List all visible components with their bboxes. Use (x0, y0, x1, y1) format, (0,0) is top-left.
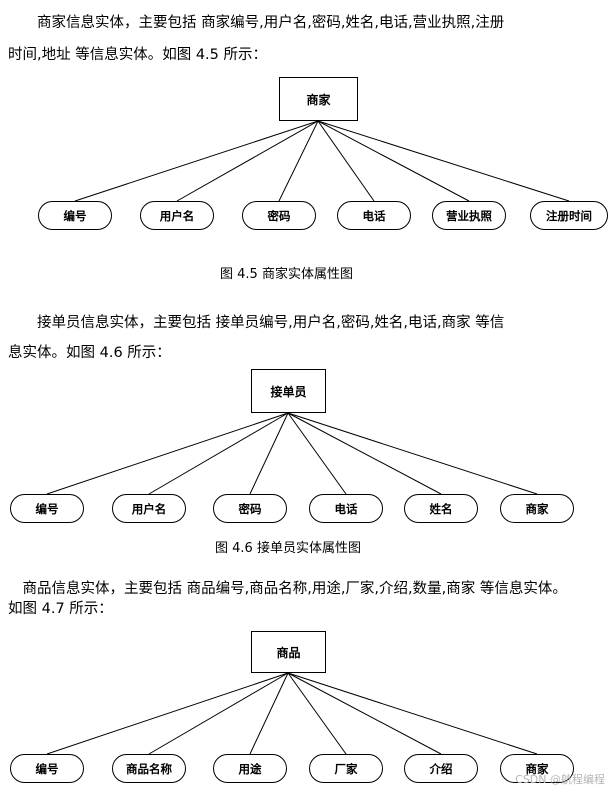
fig47-line-5 (287, 672, 442, 755)
attribute-ellipse: 介绍 (404, 754, 478, 783)
fig46-line-3 (249, 412, 289, 495)
fig46-line-1 (46, 412, 289, 495)
attribute-ellipse: 电话 (309, 494, 383, 523)
paragraph-merchant-line1: 商家信息实体，主要包括 商家编号,用户名,密码,姓名,电话,营业执照,注册 (8, 15, 505, 31)
fig45-line-4 (317, 120, 375, 202)
paragraph-product-line2: 如图 4.7 所示： (8, 601, 113, 617)
attribute-ellipse: 编号 (10, 494, 84, 523)
fig46-line-4 (287, 412, 347, 495)
fig47-connectors (46, 672, 538, 755)
fig47-line-6 (287, 672, 538, 755)
attribute-ellipse: 编号 (38, 201, 112, 230)
fig47-line-1 (46, 672, 289, 755)
fig47-line-2 (148, 672, 289, 755)
figure-caption-4-5: 图 4.5 商家实体属性图 (220, 267, 353, 282)
attribute-ellipse: 注册时间 (530, 201, 608, 230)
fig46-connectors (46, 412, 538, 495)
attribute-ellipse: 用户名 (140, 201, 214, 230)
fig45-line-2 (176, 120, 319, 202)
attribute-ellipse: 厂家 (309, 754, 383, 783)
attribute-ellipse: 商家 (500, 494, 574, 523)
fig46-line-5 (287, 412, 442, 495)
attribute-ellipse: 电话 (337, 201, 411, 230)
fig45-line-1 (74, 120, 319, 202)
attribute-ellipse: 商家 (500, 754, 574, 783)
fig46-line-6 (287, 412, 538, 495)
entity-box-product: 商品 (251, 631, 326, 673)
attribute-ellipse: 营业执照 (432, 201, 506, 230)
figure-caption-4-6: 图 4.6 接单员实体属性图 (215, 541, 361, 556)
attribute-ellipse: 姓名 (404, 494, 478, 523)
attribute-ellipse: 密码 (242, 201, 316, 230)
attribute-ellipse: 商品名称 (112, 754, 186, 783)
fig45-line-5 (317, 120, 470, 202)
fig46-line-2 (148, 412, 289, 495)
fig45-line-3 (278, 120, 319, 202)
paragraph-product-line1: 商品信息实体，主要包括 商品编号,商品名称,用途,厂家,介绍,数量,商家 等信息… (8, 581, 567, 597)
attribute-ellipse: 用户名 (112, 494, 186, 523)
fig45-connectors (74, 120, 570, 202)
entity-box-courier: 接单员 (251, 369, 326, 413)
entity-box-merchant: 商家 (279, 77, 358, 121)
paragraph-merchant-line2: 时间,地址 等信息实体。如图 4.5 所示： (8, 47, 267, 63)
fig47-line-4 (287, 672, 347, 755)
attribute-ellipse: 用途 (213, 754, 287, 783)
attribute-ellipse: 编号 (10, 754, 84, 783)
paragraph-courier-line1: 接单员信息实体，主要包括 接单员编号,用户名,密码,姓名,电话,商家 等信 (8, 315, 505, 331)
fig45-line-6 (317, 120, 570, 202)
fig47-line-3 (249, 672, 289, 755)
watermark: CSDN @航程编程 (515, 773, 605, 786)
paragraph-courier-line2: 息实体。如图 4.6 所示： (8, 345, 171, 361)
attribute-ellipse: 密码 (213, 494, 287, 523)
